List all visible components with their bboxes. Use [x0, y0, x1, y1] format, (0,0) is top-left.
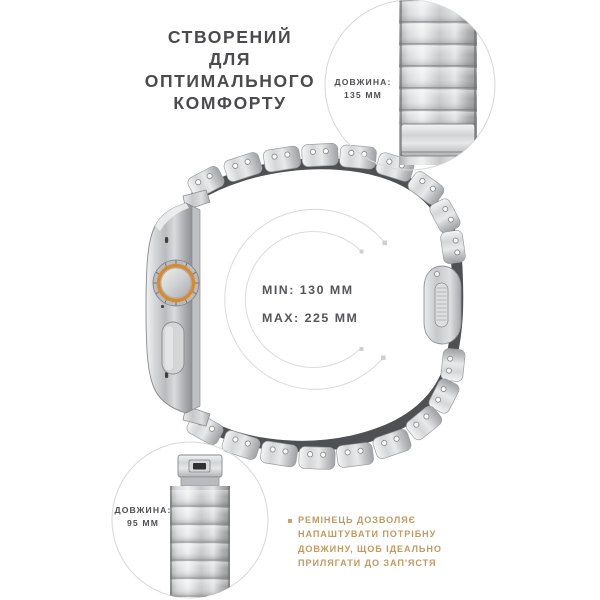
callout-top-right: [324, 0, 496, 171]
max-size-label: MAX: 225 MM: [262, 311, 359, 325]
side-button: [161, 321, 185, 375]
square-bullet-icon: [288, 519, 292, 523]
arc-endpoint-markers: [359, 240, 388, 361]
sizing-arcs: [224, 208, 386, 390]
watch-case: [145, 189, 211, 427]
feature-bullet: РЕМІНЕЦЬ ДОЗВОЛЯЄ НАПАШТУВАТИ ПОТРІБНУ Д…: [288, 513, 548, 571]
feature-bullet-text: РЕМІНЕЦЬ ДОЗВОЛЯЄ НАПАШТУВАТИ ПОТРІБНУ Д…: [298, 515, 442, 569]
callout-bottom-left: [111, 441, 269, 599]
digital-crown: [152, 259, 200, 307]
callout-bottom-left-label: ДОВЖИНА: 95 ММ: [114, 505, 172, 528]
bracelet-clasp: [423, 265, 462, 345]
min-size-label: MIN: 130 MM: [262, 283, 354, 297]
page-title: СТВОРЕНИЙ ДЛЯ ОПТИМАЛЬНОГО КОМФОРТУ: [144, 27, 316, 113]
callout-top-right-label: ДОВЖИНА: 135 ММ: [334, 77, 392, 100]
band-links-top: [187, 143, 466, 264]
band-inner-lining: [190, 158, 464, 452]
band-links-bottom: [186, 348, 466, 470]
